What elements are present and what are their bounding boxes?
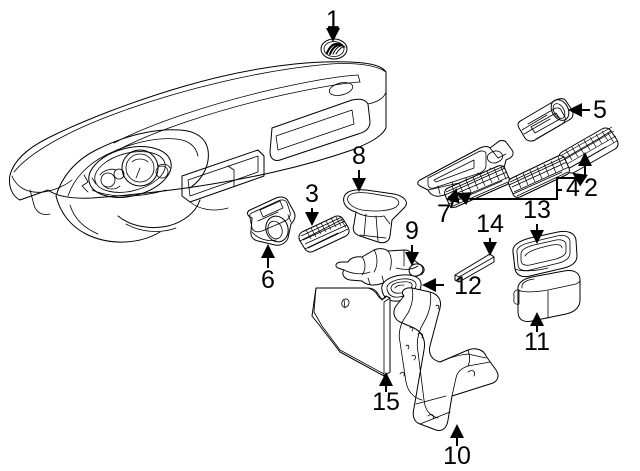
part-4-center-vent-filter-pair	[444, 155, 570, 208]
callout-label-3: 3	[305, 180, 319, 208]
callout-label-15: 15	[372, 388, 400, 416]
leader-7	[446, 188, 460, 209]
callout-label-14: 14	[476, 210, 504, 238]
callout-label-4: 4	[566, 174, 580, 202]
callout-label-6: 6	[261, 266, 275, 294]
part-3-side-vent-filter-left	[298, 215, 350, 253]
leader-lines	[261, 28, 592, 446]
part-11-rear-console-duct-box	[513, 270, 581, 322]
part-5-side-vent-register-right	[517, 98, 574, 142]
callout-label-2: 2	[584, 174, 598, 202]
callout-label-5: 5	[593, 96, 607, 124]
callout-labels: 1 5 2 8 3 7 4 13 6 9 14 12 11 15 10	[261, 6, 607, 470]
callout-label-13: 13	[523, 196, 551, 224]
callout-label-7: 7	[437, 200, 451, 228]
callout-label-1: 1	[326, 6, 340, 34]
callout-label-8: 8	[352, 142, 366, 170]
callout-label-10: 10	[443, 442, 471, 470]
part-10-rear-floor-heater-duct	[393, 287, 499, 431]
part-8-center-defroster-duct	[343, 189, 407, 244]
part-13-rear-console-vent-register	[512, 230, 578, 278]
instrument-panel-dashboard	[9, 61, 387, 243]
leader-4-bracket	[456, 172, 588, 206]
part-1-defroster-nozzle-grille	[320, 38, 348, 60]
callout-label-11: 11	[524, 328, 550, 356]
callout-label-12: 12	[454, 272, 482, 300]
callout-label-9: 9	[405, 217, 419, 245]
part-15-console-side-trim-panel	[311, 287, 391, 377]
part-6-instrument-panel-speaker-housing	[247, 196, 296, 246]
